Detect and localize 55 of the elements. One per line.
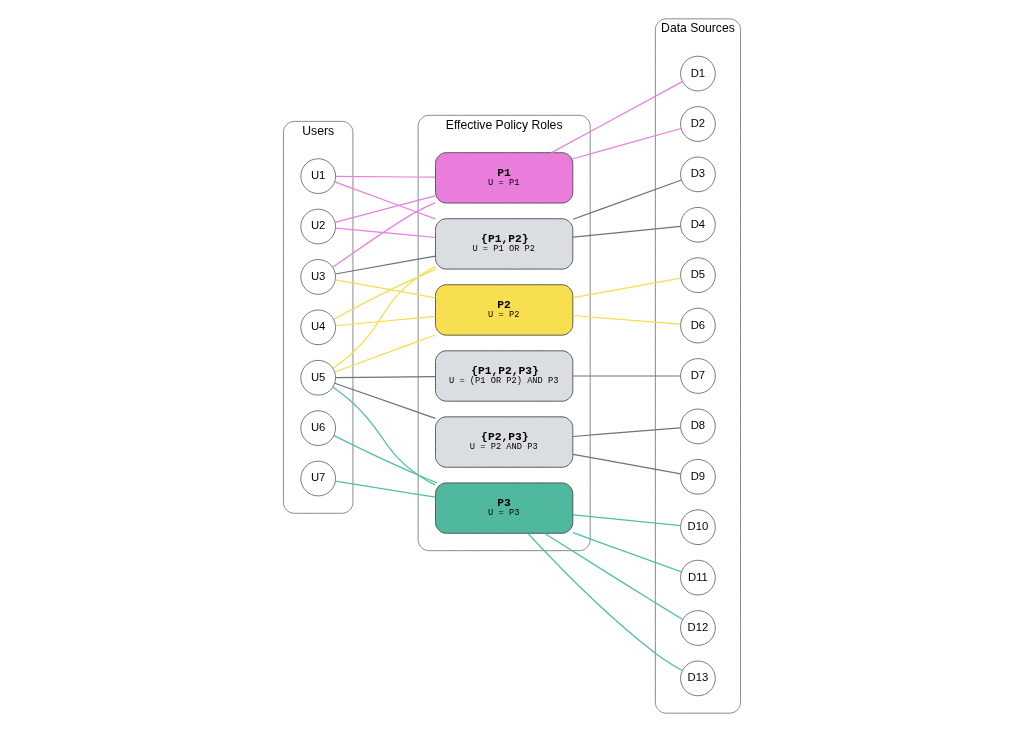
connector — [332, 266, 436, 369]
node-circle: D3 — [679, 156, 716, 193]
node-box: {P2,P3} U = P2 AND P3 — [434, 416, 573, 468]
connector — [571, 453, 681, 475]
connector — [571, 314, 681, 325]
node-box: {P1,P2} U = P1 OR P2 — [434, 218, 573, 270]
connector — [331, 202, 436, 268]
connector — [334, 255, 436, 275]
connector — [334, 315, 436, 327]
node-circle: U2 — [299, 208, 336, 245]
node-circle: U7 — [299, 460, 336, 497]
connector — [550, 81, 683, 154]
node-circle: D12 — [679, 610, 716, 646]
connector — [334, 227, 436, 239]
connector — [571, 375, 681, 377]
node-circle: U1 — [299, 158, 336, 194]
connector — [333, 181, 436, 220]
connector — [571, 179, 682, 220]
node-box: P1 U = P1 — [434, 152, 573, 204]
node-circle: D1 — [679, 55, 716, 92]
connector — [526, 532, 683, 672]
connector — [334, 376, 436, 379]
node-circle: D2 — [679, 106, 716, 142]
connector — [333, 334, 436, 373]
connector — [333, 195, 436, 223]
node-circle: U5 — [299, 359, 336, 396]
node-circle: U6 — [299, 410, 336, 446]
node-circle: D9 — [679, 459, 716, 495]
node-circle: D6 — [679, 307, 716, 344]
connector — [571, 532, 682, 573]
node-circle: D8 — [679, 408, 716, 445]
connector — [332, 268, 437, 320]
node-circle: D10 — [679, 509, 716, 545]
connector — [334, 279, 436, 299]
connector — [334, 175, 436, 178]
node-circle: U3 — [299, 259, 336, 295]
connector — [571, 225, 681, 238]
node-circle: D7 — [679, 358, 716, 394]
node-circle: D13 — [679, 660, 716, 697]
connector — [332, 435, 437, 484]
connector — [543, 532, 683, 621]
node-circle: D5 — [679, 257, 716, 293]
node-circle: D11 — [679, 559, 716, 596]
node-circle: D4 — [679, 206, 716, 243]
connector — [331, 386, 436, 486]
node-box: P2 U = P2 — [434, 284, 573, 336]
connector — [571, 427, 681, 438]
node-box: {P1,P2,P3} U = (P1 OR P2) AND P3 — [434, 350, 573, 402]
node-circle: U4 — [299, 309, 336, 346]
connector — [571, 514, 681, 527]
connector — [571, 127, 682, 160]
connector — [334, 480, 436, 498]
connector — [333, 382, 436, 419]
node-box: P3 U = P3 — [434, 482, 573, 534]
connector — [571, 277, 681, 299]
